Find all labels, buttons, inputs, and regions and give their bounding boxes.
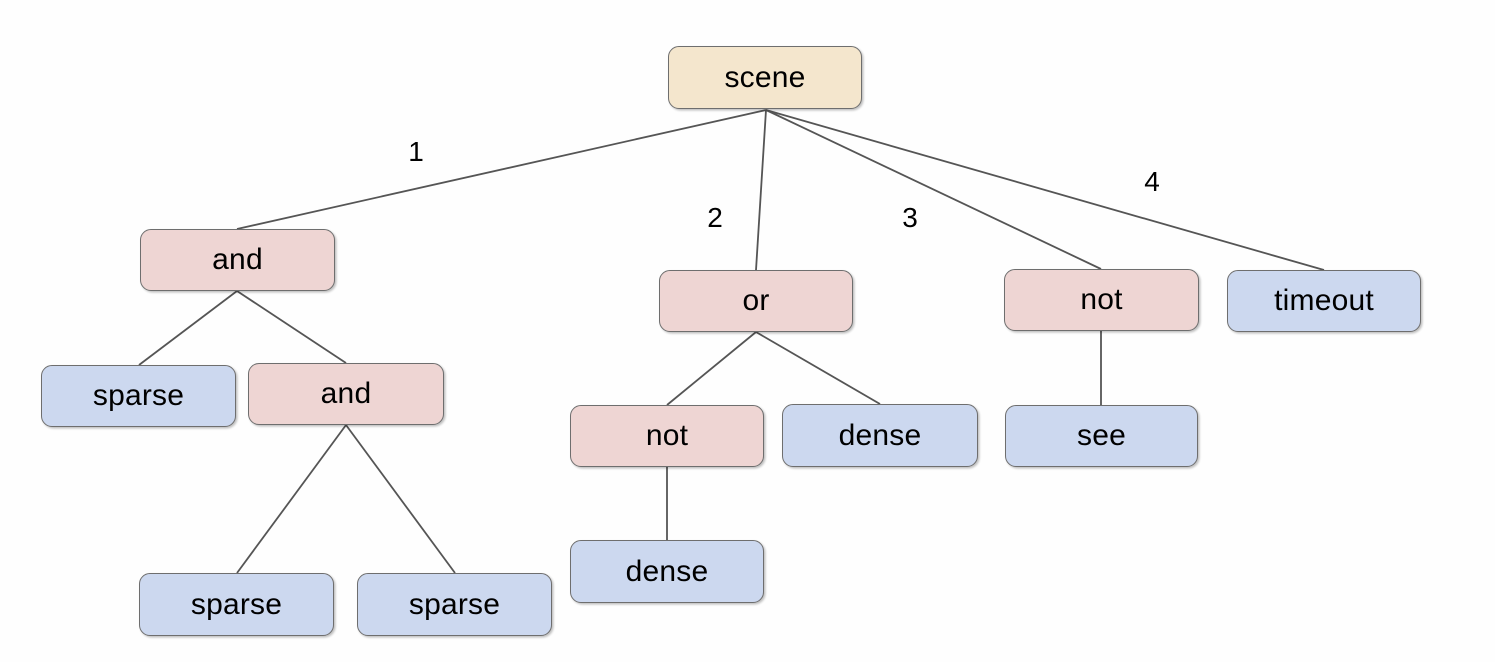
tree-edge <box>236 424 347 574</box>
tree-node-label: sparse <box>92 379 185 412</box>
tree-edge <box>755 331 881 405</box>
tree-edge <box>666 331 757 406</box>
tree-edge <box>345 424 456 574</box>
tree-node-label: timeout <box>1274 284 1374 317</box>
tree-node-sparse2[interactable]: sparse <box>139 573 334 636</box>
tree-node-label: not <box>1080 283 1123 316</box>
tree-node-dense1[interactable]: dense <box>782 404 978 467</box>
tree-node-not1[interactable]: not <box>1004 269 1199 331</box>
tree-node-sparse1[interactable]: sparse <box>41 365 236 427</box>
edge-label: 3 <box>902 202 918 233</box>
tree-edge <box>138 290 238 366</box>
tree-node-dense2[interactable]: dense <box>570 540 764 603</box>
tree-node-label: scene <box>724 60 806 94</box>
tree-node-or1[interactable]: or <box>659 270 853 332</box>
tree-node-scene[interactable]: scene <box>668 46 862 109</box>
tree-node-see1[interactable]: see <box>1005 405 1198 467</box>
edge-label: 1 <box>408 136 424 167</box>
tree-node-label: or <box>742 284 770 317</box>
edge-label: 4 <box>1144 166 1160 197</box>
tree-node-label: dense <box>625 554 709 588</box>
tree-node-label: sparse <box>408 587 501 621</box>
tree-edge <box>765 109 1102 270</box>
tree-edge <box>755 109 767 271</box>
tree-node-label: and <box>320 377 372 410</box>
tree-node-and2[interactable]: and <box>248 363 444 425</box>
tree-node-label: sparse <box>190 587 283 621</box>
tree-edge <box>236 109 767 230</box>
edge-label: 2 <box>707 202 723 233</box>
tree-node-not2[interactable]: not <box>570 405 764 467</box>
tree-node-timeout1[interactable]: timeout <box>1227 270 1421 332</box>
tree-node-label: and <box>212 243 263 276</box>
tree-node-label: dense <box>838 418 922 452</box>
tree-node-label: not <box>645 419 689 452</box>
tree-edge <box>236 290 347 364</box>
tree-node-and1[interactable]: and <box>140 229 335 291</box>
tree-node-sparse3[interactable]: sparse <box>357 573 552 636</box>
tree-node-label: see <box>1077 419 1126 452</box>
tree-edge <box>765 109 1325 271</box>
